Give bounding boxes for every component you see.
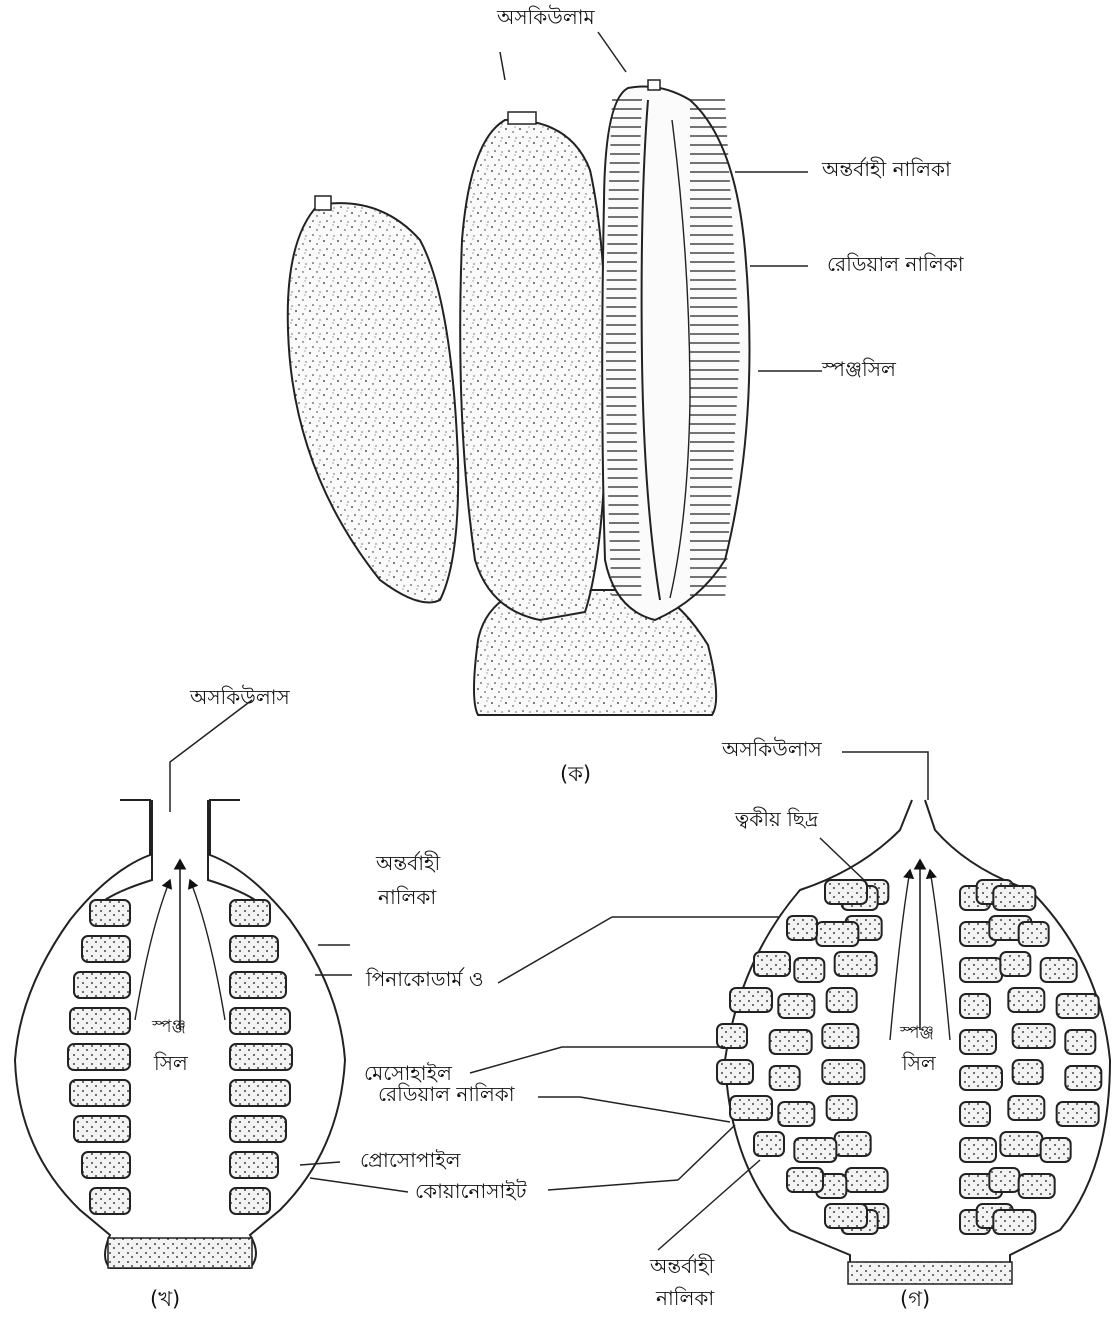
label-a-osculum: অসকিউলাম [497,6,595,29]
label-c-osculum: অসকিউলাস [722,738,822,761]
canal-chamber [230,972,286,998]
canal-chamber [230,1116,286,1142]
canal-chamber [822,1060,864,1084]
canal-chamber [989,1168,1019,1192]
label-b-incurrent-line1: অন্তর্বাহী [376,852,440,875]
osculum-middle [508,112,536,124]
canal-chamber [730,1096,772,1120]
osculum-left [315,196,331,210]
canal-chamber [770,1066,800,1090]
label-b-spongocoel-line2: সিল [154,1052,188,1075]
canal-chamber [787,916,817,940]
canal-chamber [1057,994,1099,1018]
canal-chamber [846,1168,888,1192]
figure-b-section [15,700,408,1268]
canal-chamber [82,1152,130,1178]
canal-chamber [794,958,824,982]
canal-chamber [1013,1024,1055,1048]
label-b-osculum: অসকিউলাস [190,686,290,709]
canal-chamber [230,1152,278,1178]
canal-chamber [827,1096,857,1120]
canal-chamber [960,1030,996,1054]
caption-a: (ক) [560,758,591,793]
caption-c: (গ) [900,1283,930,1318]
canal-chamber [1000,1132,1042,1156]
label-c-spongocoel-line2: সিল [902,1052,936,1075]
label-a-radial-canal: রেডিয়াল নালিকা [827,253,964,276]
canal-chamber [960,1066,1002,1090]
canal-chamber [822,1024,858,1048]
canal-chamber [717,1060,753,1084]
label-b-prosopyle: প্রোসোপাইল [360,1149,461,1172]
canal-chamber [90,900,130,926]
canal-chamber [754,952,790,976]
canal-chamber [70,1008,130,1034]
canal-chamber [230,900,270,926]
canal-chamber [1041,958,1077,982]
canal-chamber [230,1188,270,1214]
canal-chamber [730,988,772,1012]
sponge-tube-left [288,203,458,602]
canal-chamber [1019,922,1049,946]
canal-chamber [1057,1102,1099,1126]
canal-chamber [825,1204,867,1228]
canal-chamber [1008,988,1044,1012]
canal-chamber [717,1024,747,1048]
label-b-choanocyte: কোয়ানোসাইট [415,1180,527,1203]
label-b-radial-canal: রেডিয়াল নালিকা [378,1083,515,1106]
canal-chamber [770,1030,812,1054]
canal-chamber [960,994,990,1018]
caption-b: (খ) [150,1283,180,1318]
canal-chamber [827,988,857,1012]
canal-chamber [835,952,877,976]
canal-chamber [993,886,1035,910]
canal-chamber [1065,1066,1101,1090]
canal-chamber [960,1138,996,1162]
canal-chamber [787,1168,823,1192]
canal-chamber [74,1116,130,1142]
canal-chamber [960,1102,990,1126]
sponge-tube-middle [460,120,606,620]
canal-chamber [778,1102,814,1126]
canal-chamber [70,1080,130,1106]
label-b-incurrent-line2: নালিকা [378,886,436,909]
canal-chamber [230,1044,292,1070]
canal-chamber [754,1132,784,1156]
canal-chamber [90,1188,130,1214]
canal-chamber [1000,952,1030,976]
canal-chamber [74,972,130,998]
label-c-incurrent-line1: অন্তর্বাহী [650,1255,714,1278]
figure-a-sponge [288,32,822,715]
canal-chamber [816,922,858,946]
canal-chamber [1008,1096,1044,1120]
label-c-dermal-pore: ত্বকীয় ছিদ্র [735,808,818,831]
canal-chamber [835,1132,871,1156]
figure-c-section [470,752,1110,1284]
canal-chamber [230,936,278,962]
label-a-incurrent-canal: অন্তর্বাহী নালিকা [822,158,951,181]
label-c-incurrent-line2: নালিকা [656,1287,714,1310]
label-b-pinacoderm: পিনাকোডার্ম ও [366,968,484,991]
label-c-spongocoel-line1: স্পঞ্জ [900,1024,934,1044]
canal-chamber [82,936,130,962]
canal-chamber [794,1138,836,1162]
canal-chamber [993,1210,1035,1234]
canal-chamber [960,958,1002,982]
label-a-spongocoel: স্পঞ্জসিল [822,358,896,381]
sponge-tube-right-section [602,87,749,621]
canal-chamber [1019,1174,1055,1198]
canal-chamber [1041,1138,1071,1162]
canal-chamber [1013,1060,1043,1084]
canal-chamber [68,1044,130,1070]
canal-chamber [230,1008,290,1034]
canal-chamber [230,1080,290,1106]
label-b-spongocoel-line1: স্পঞ্জ [152,1018,186,1038]
canal-chamber [778,994,814,1018]
canal-chamber [1065,1030,1095,1054]
canal-chamber [825,880,867,904]
